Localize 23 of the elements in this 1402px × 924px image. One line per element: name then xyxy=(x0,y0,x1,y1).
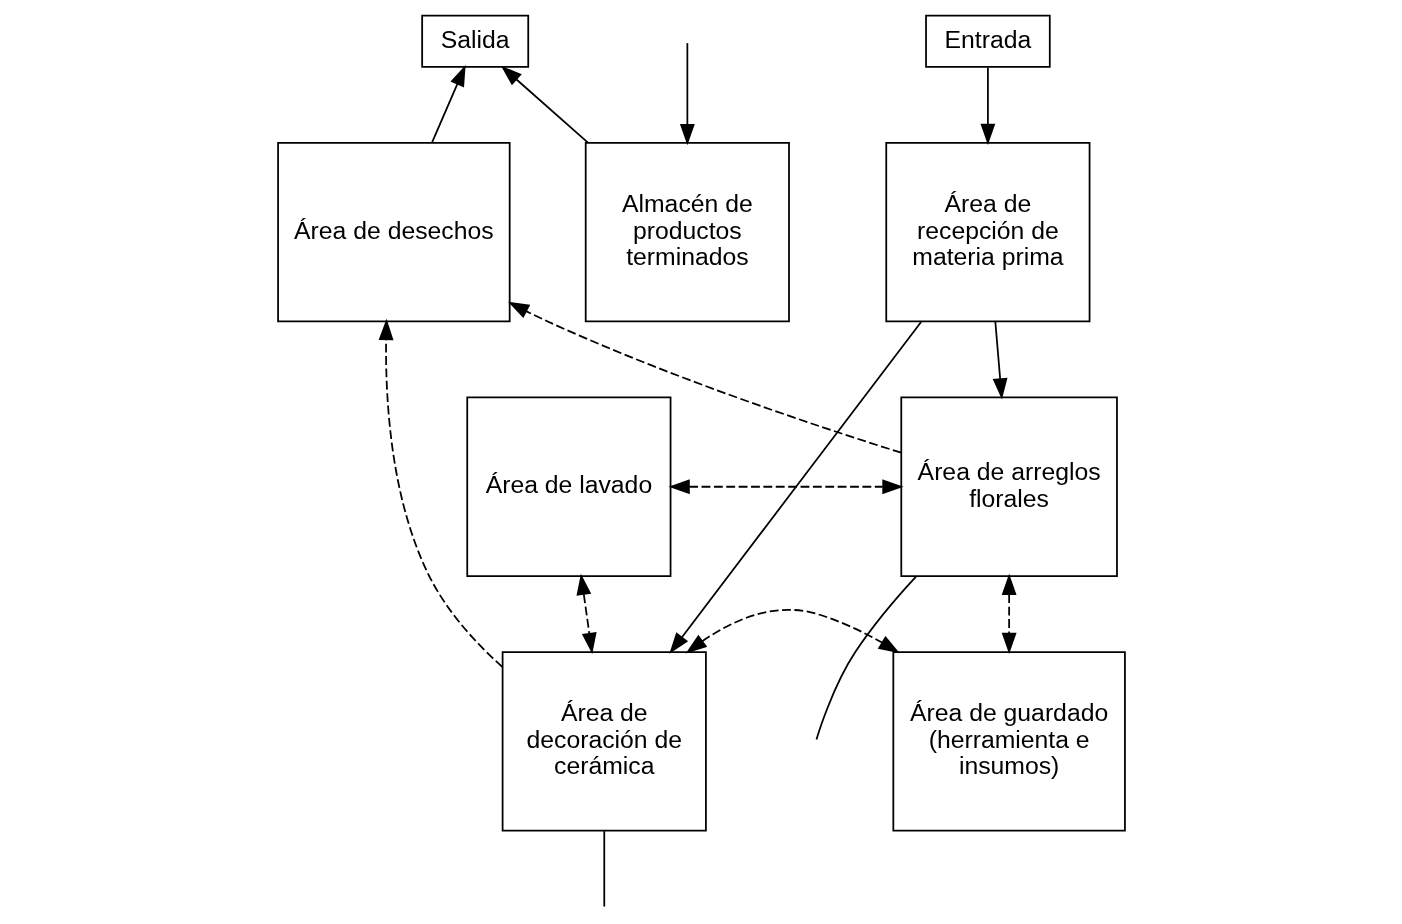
arrow xyxy=(507,301,902,454)
arrow xyxy=(500,65,589,144)
node-box: Área de guardado (herramienta e insumos) xyxy=(891,651,1126,832)
arrow xyxy=(1001,573,1017,655)
arrow xyxy=(378,318,503,668)
node-box: Área de lavado xyxy=(465,396,671,577)
node-box: Salida xyxy=(420,14,529,68)
arrow xyxy=(992,320,1007,400)
arrow xyxy=(668,321,922,654)
arrow xyxy=(979,66,995,145)
arrow xyxy=(685,608,900,654)
arrow xyxy=(679,42,695,146)
connector xyxy=(815,575,917,741)
node-box: Entrada xyxy=(924,14,1051,68)
arrow xyxy=(668,479,904,495)
node-box: Área de decoración de cerámica xyxy=(501,651,707,832)
node-box: Almacén de productos terminados xyxy=(584,142,790,323)
arrow xyxy=(576,573,597,655)
arrow xyxy=(430,65,466,144)
connector xyxy=(602,830,605,908)
node-box: Área de arreglos florales xyxy=(899,396,1118,577)
node-box: Área de recepción de materia prima xyxy=(884,142,1090,323)
node-box: Área de desechos xyxy=(276,142,511,323)
